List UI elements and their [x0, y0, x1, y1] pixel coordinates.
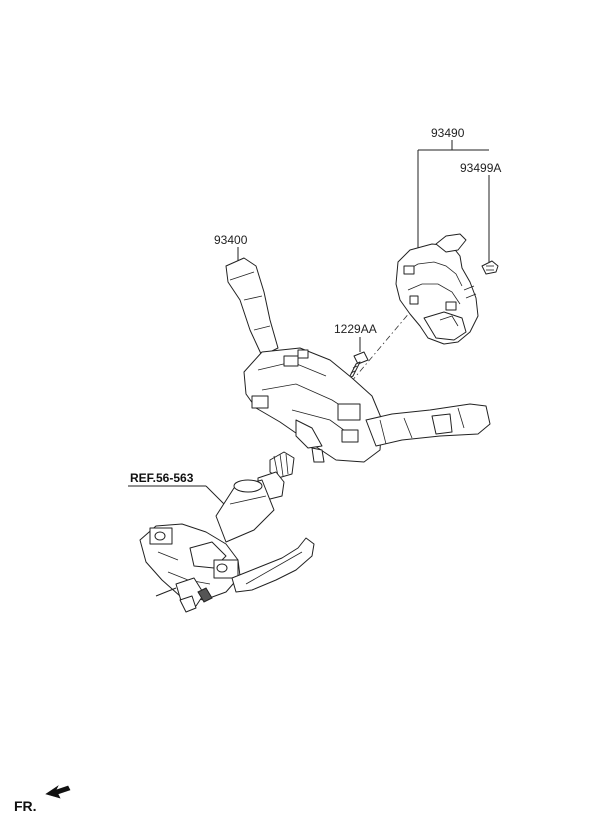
multifunction-switch-part	[225, 257, 491, 463]
screw-part	[348, 351, 369, 379]
front-direction-marker: FR.	[14, 785, 71, 814]
label-93400: 93400	[214, 233, 248, 247]
arrow-icon	[45, 785, 71, 799]
label-93490: 93490	[431, 126, 465, 140]
steering-column-part	[139, 451, 315, 613]
label-fr: FR.	[14, 798, 37, 814]
label-93499a: 93499A	[460, 161, 501, 175]
label-ref-56-563[interactable]: REF.56-563	[130, 471, 194, 485]
clock-spring-part	[395, 233, 479, 345]
label-1229aa: 1229AA	[334, 322, 377, 336]
clock-spring-clip-part	[481, 260, 499, 275]
leader-lines	[128, 140, 490, 509]
